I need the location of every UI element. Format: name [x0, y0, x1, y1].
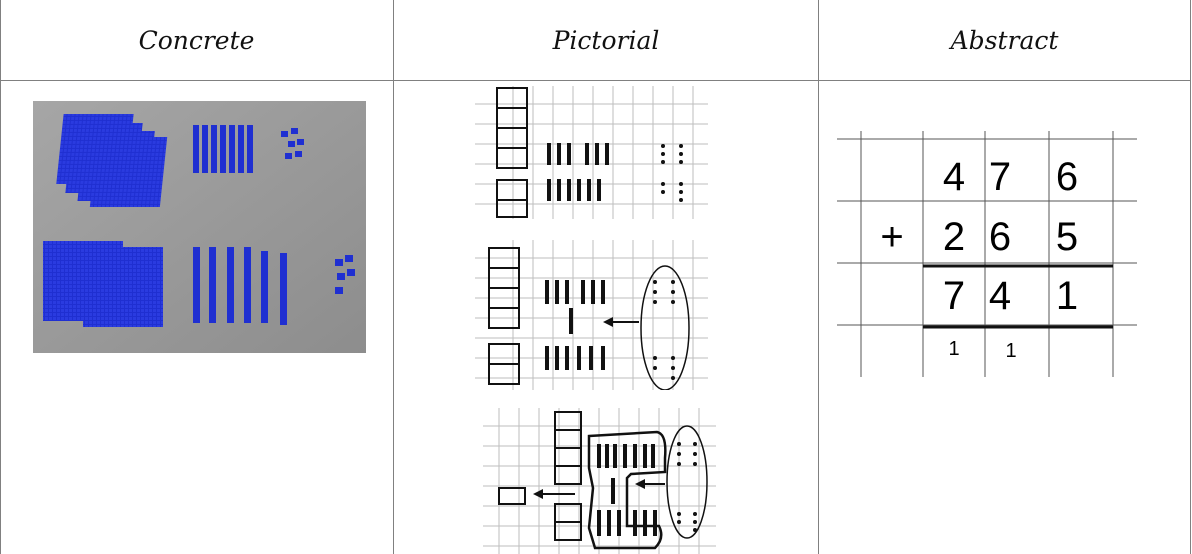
addend2-ones: 5 [1056, 215, 1078, 259]
header-abstract: Abstract [819, 0, 1190, 80]
result-hundreds: 7 [943, 274, 965, 318]
ones-dots [661, 144, 683, 202]
hundreds-squares [497, 88, 527, 217]
table-border-right [1190, 0, 1191, 554]
column-divider-1 [393, 0, 394, 554]
plus-sign: + [880, 215, 903, 259]
table-border-left [0, 0, 1, 554]
hundreds-squares [489, 248, 519, 384]
ones-circle [667, 426, 707, 538]
header-pictorial: Pictorial [394, 0, 818, 80]
addend1-tens: 7 [989, 155, 1011, 199]
addend2-hundreds: 2 [943, 215, 965, 259]
column-divider-2 [818, 0, 819, 554]
ones-dots [677, 442, 697, 532]
result-ones: 1 [1056, 274, 1078, 318]
tens-sticks [547, 143, 609, 201]
pictorial-step-1 [475, 86, 708, 219]
addend1-ones: 6 [1056, 155, 1078, 199]
base-ten-blocks-photo [33, 101, 366, 353]
addend2-tens: 6 [989, 215, 1011, 259]
tens-rods-top [193, 125, 253, 173]
carry-hundreds: 1 [948, 338, 959, 360]
hundreds-squares [499, 412, 581, 540]
hundreds-flats-bottom [43, 241, 163, 327]
pictorial-step-2 [475, 240, 708, 390]
ones-circle [641, 266, 689, 390]
pictorial-step-3 [483, 408, 716, 554]
column-addition: 4 7 6 + 2 6 5 7 4 1 1 1 [837, 131, 1137, 377]
header-divider [0, 80, 1191, 81]
result-tens: 4 [989, 274, 1011, 318]
tens-sticks [545, 280, 605, 370]
addend1-hundreds: 4 [943, 155, 965, 199]
ones-dots [653, 280, 675, 380]
header-concrete: Concrete [0, 0, 393, 80]
carry-tens: 1 [1005, 340, 1016, 362]
